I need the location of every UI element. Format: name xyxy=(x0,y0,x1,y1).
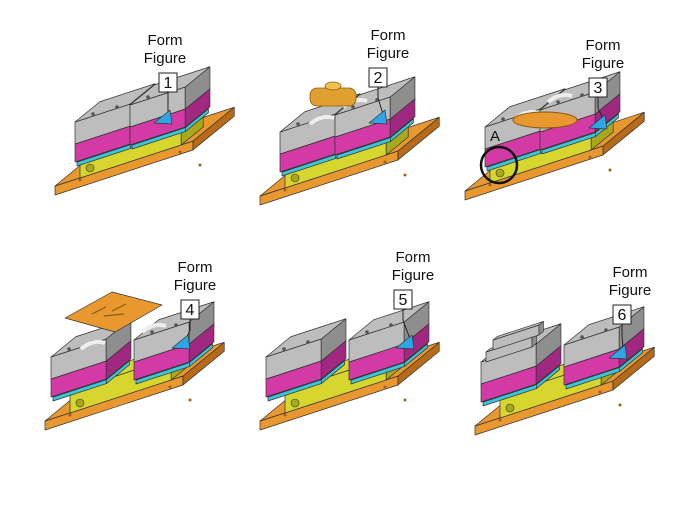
bolt-hole xyxy=(501,117,505,121)
plate-hole xyxy=(383,385,387,389)
fitting-boss xyxy=(324,81,342,91)
bolt-hole xyxy=(580,93,584,97)
step-number: 2 xyxy=(374,70,383,87)
bolt-hole xyxy=(67,347,71,351)
leader-line xyxy=(377,87,384,115)
bolt-hole xyxy=(296,122,300,126)
figure-label: Figure xyxy=(609,282,652,299)
die-cavity xyxy=(79,339,106,351)
screw-icon xyxy=(290,173,300,183)
bolt-hole xyxy=(306,340,310,344)
bolt-hole xyxy=(174,323,178,327)
screw-icon xyxy=(495,168,505,178)
plate-hole xyxy=(498,418,502,422)
plate-hole xyxy=(283,188,287,192)
form-label: Form xyxy=(371,27,406,44)
form-label: Form xyxy=(396,249,431,266)
bolt-hole xyxy=(365,330,369,334)
plate-hole xyxy=(198,163,202,167)
form-label: Form xyxy=(586,37,621,54)
form-label: Form xyxy=(178,259,213,276)
plate-hole xyxy=(168,385,172,389)
leader-line xyxy=(621,324,624,350)
bolt-hole xyxy=(150,330,154,334)
leader-arrow-icon xyxy=(171,334,191,350)
bolt-hole xyxy=(351,105,355,109)
die-cavity xyxy=(140,322,167,334)
leader-arrow-icon xyxy=(588,114,608,130)
screw-icon xyxy=(75,398,85,408)
figure-label: Figure xyxy=(367,45,410,62)
leader-line xyxy=(402,309,411,340)
bolt-hole xyxy=(389,323,393,327)
disc-blank xyxy=(512,111,578,129)
bolt-hole xyxy=(91,112,95,116)
callout-label-a: A xyxy=(490,128,500,145)
die-cavity xyxy=(308,114,335,126)
plate-hole xyxy=(588,155,592,159)
step-number: 5 xyxy=(399,292,408,309)
screw-icon xyxy=(290,398,300,408)
figure-label: Figure xyxy=(392,267,435,284)
fitting-body xyxy=(309,87,357,107)
step-number: 1 xyxy=(164,75,173,92)
plate-hole xyxy=(598,390,602,394)
plate-hole xyxy=(403,173,407,177)
jaw-gray-top-top xyxy=(348,301,430,341)
leader-arrow-icon xyxy=(368,109,388,125)
bolt-hole xyxy=(146,95,150,99)
bolt-hole xyxy=(556,100,560,104)
leader-line xyxy=(597,97,604,120)
plate-hole xyxy=(68,413,72,417)
bolt-hole xyxy=(604,328,608,332)
jaw-gray-top-top xyxy=(265,318,347,358)
screw-icon xyxy=(505,403,515,413)
bolt-hole xyxy=(282,347,286,351)
plate-hole xyxy=(488,183,492,187)
step-number: 4 xyxy=(186,302,195,319)
plate-hole xyxy=(608,168,612,172)
die-cavity xyxy=(546,92,573,104)
leader-arrow-icon xyxy=(153,109,173,125)
figure-label: Figure xyxy=(174,277,217,294)
formed-plate-part xyxy=(64,291,163,333)
rib-top xyxy=(492,321,544,341)
plate-engraving xyxy=(91,303,127,317)
step-number: 6 xyxy=(618,307,627,324)
plate-hole xyxy=(178,150,182,154)
plate-hole xyxy=(383,160,387,164)
form-label: Form xyxy=(148,32,183,49)
plate-hole xyxy=(618,403,622,407)
bolt-hole xyxy=(115,105,119,109)
plate-hole xyxy=(403,398,407,402)
bolt-hole xyxy=(580,335,584,339)
plate-hole xyxy=(188,398,192,402)
plate-hole xyxy=(78,178,82,182)
detail-circle-a xyxy=(479,145,519,185)
figure-label: Figure xyxy=(582,55,625,72)
form-label: Form xyxy=(613,264,648,281)
leader-arrow-icon xyxy=(608,344,628,360)
plate-hole xyxy=(283,413,287,417)
leader-arrow-icon xyxy=(395,334,415,350)
figure-label: Figure xyxy=(144,50,187,67)
step-number: 3 xyxy=(594,80,603,97)
screw-icon xyxy=(85,163,95,173)
jaw-gray-top-top xyxy=(74,83,156,123)
brass-fitting-part xyxy=(309,81,357,107)
